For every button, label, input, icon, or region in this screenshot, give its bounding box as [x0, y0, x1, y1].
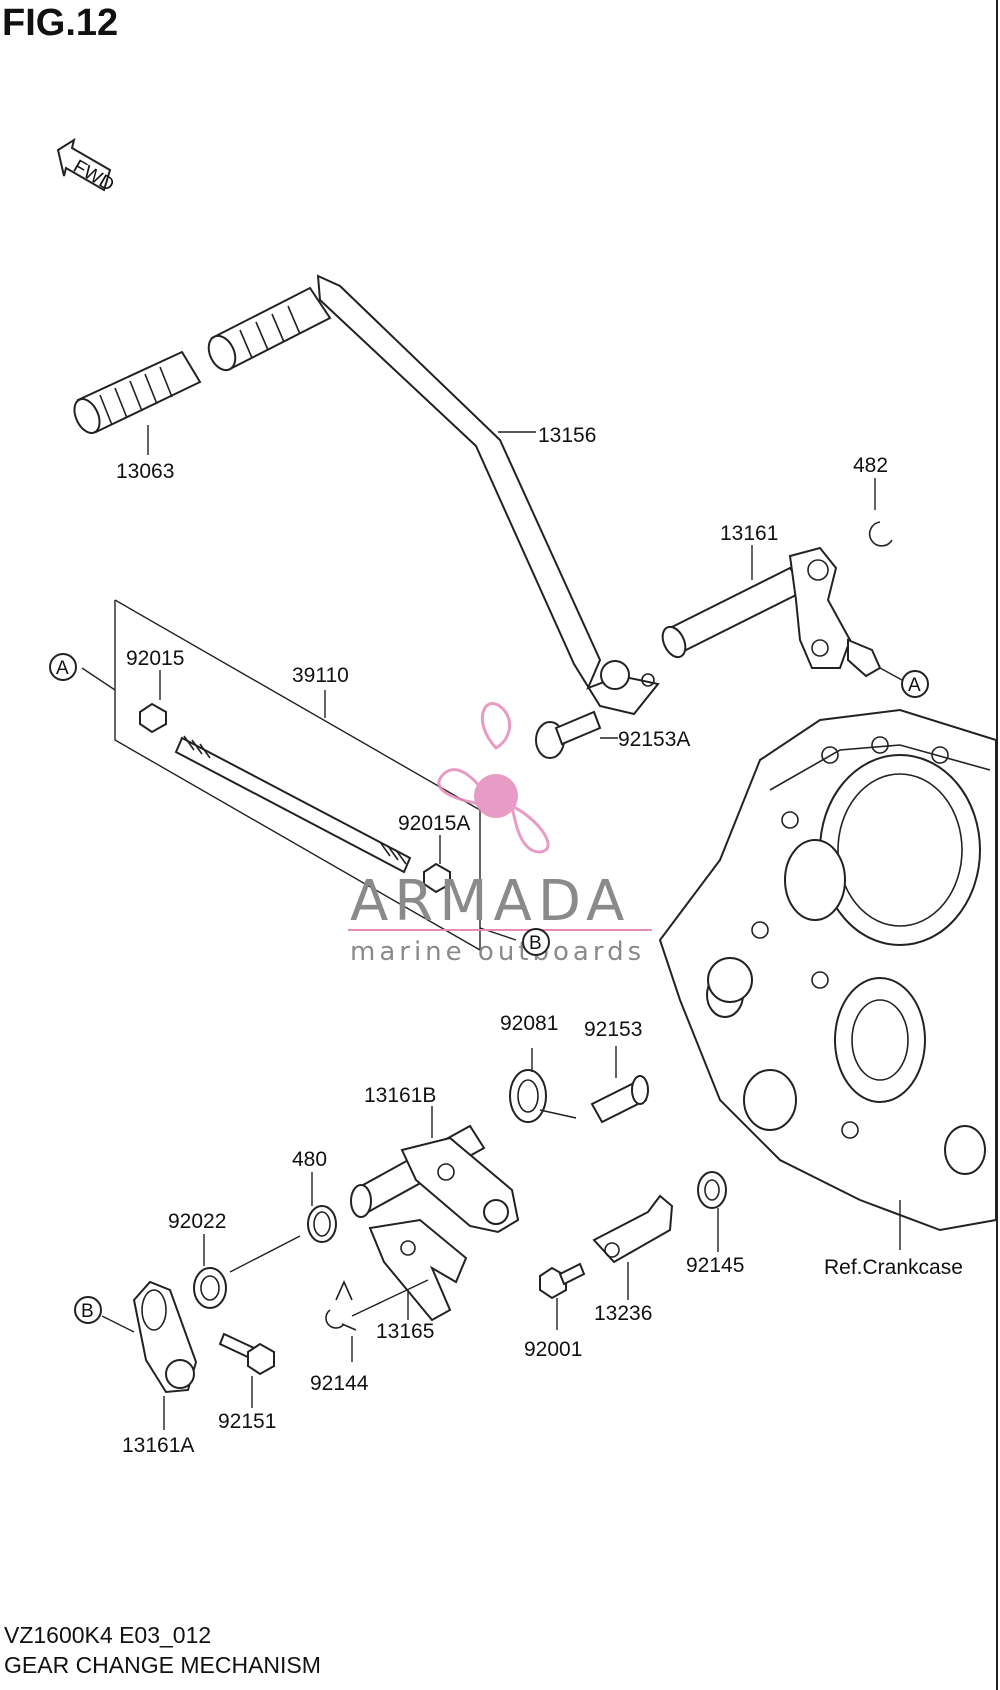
- watermark-brand: ARMADA: [350, 869, 630, 934]
- label-13161B: 13161B: [364, 1084, 436, 1107]
- label-92001: 92001: [524, 1338, 582, 1361]
- part-480-circlip: [307, 1172, 337, 1243]
- label-92145: 92145: [686, 1254, 744, 1277]
- part-92144-spring: [325, 1279, 429, 1362]
- label-92144: 92144: [310, 1372, 369, 1395]
- part-13165-shift-plate: [368, 1218, 468, 1322]
- part-13161B-shift-shaft: [350, 1106, 520, 1234]
- fwd-direction-arrow: FWD: [56, 137, 117, 196]
- crankcase-drawing: [658, 708, 997, 1250]
- part-92151-bolt: [218, 1332, 275, 1408]
- label-92015A: 92015A: [398, 812, 470, 835]
- figure-model-code: VZ1600K4 E03_012: [4, 1622, 212, 1648]
- label-92081: 92081: [500, 1012, 558, 1035]
- figure-title: FIG.12: [2, 2, 119, 44]
- label-13161: 13161: [720, 522, 778, 545]
- part-92015A-nut: [423, 835, 451, 894]
- label-39110: 39110: [292, 664, 349, 687]
- label-13165: 13165: [376, 1320, 434, 1343]
- part-92022-washer: [193, 1234, 301, 1309]
- label-13161A: 13161A: [122, 1434, 194, 1457]
- ref-marker-b-lower: B: [74, 1296, 102, 1324]
- part-92015-nut: [139, 670, 167, 734]
- label-92153: 92153: [584, 1018, 642, 1041]
- ref-marker-b-upper: B: [522, 928, 550, 956]
- part-13236-stopper-arm: [592, 1194, 674, 1300]
- part-92081-spring: [509, 1048, 577, 1123]
- part-92001-bolt: [539, 1262, 586, 1330]
- label-13236: 13236: [594, 1302, 652, 1325]
- ref-marker-a-right: A: [901, 670, 929, 698]
- part-92153-bolt: [590, 1046, 649, 1124]
- label-92022: 92022: [168, 1210, 226, 1233]
- label-13063: 13063: [116, 460, 174, 483]
- label-13156: 13156: [538, 424, 596, 447]
- label-480: 480: [292, 1148, 327, 1171]
- part-92153A-bolt: [535, 710, 618, 759]
- part-13161A-lever: [101, 1280, 198, 1430]
- svg-text:B: B: [529, 933, 542, 954]
- label-482: 482: [853, 454, 888, 477]
- part-13063-peg-rubber: [73, 350, 202, 455]
- part-482-circlip: [868, 478, 893, 547]
- svg-text:A: A: [908, 675, 921, 696]
- figure-name: GEAR CHANGE MECHANISM: [4, 1652, 321, 1678]
- svg-text:A: A: [56, 658, 69, 679]
- part-13156-shift-pedal: [207, 274, 660, 716]
- label-ref-crankcase: Ref.Crankcase: [824, 1256, 963, 1279]
- part-92145-spring: [697, 1171, 727, 1252]
- label-92151: 92151: [218, 1410, 276, 1433]
- armada-watermark: ARMADA marine outboards: [348, 702, 652, 967]
- ref-marker-a-left: A: [49, 653, 77, 681]
- label-92015: 92015: [126, 647, 184, 670]
- propeller-logo: [437, 702, 550, 854]
- label-92153A: 92153A: [618, 728, 690, 751]
- watermark-tagline: marine outboards: [350, 937, 645, 967]
- svg-text:B: B: [81, 1301, 94, 1322]
- part-13161-shift-lever: [661, 545, 903, 681]
